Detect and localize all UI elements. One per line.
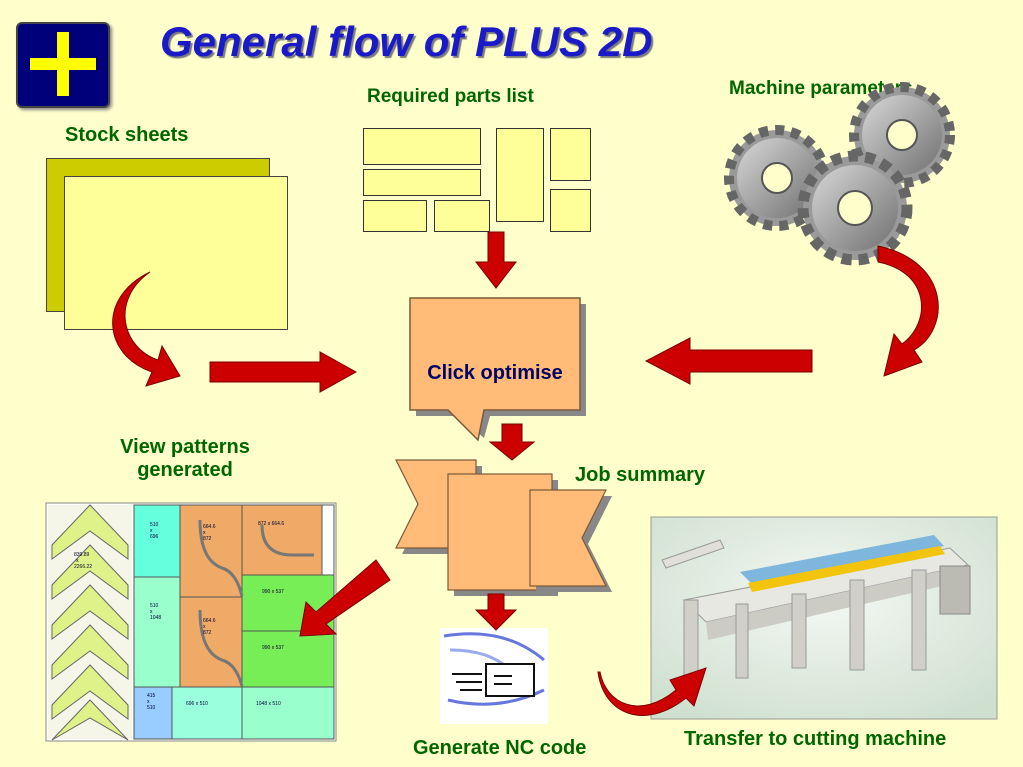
- pattern-label: 696: [150, 534, 159, 540]
- arrow-down-summary: [474, 593, 518, 631]
- pattern-label: 872 x 664.6: [258, 521, 284, 527]
- pattern-label: 415: [147, 693, 156, 699]
- curved-arrow-transfer: [597, 667, 707, 716]
- page-title: General flow of PLUS 2D: [160, 18, 653, 65]
- arrow-left-machine: [644, 337, 813, 385]
- part-rect: [363, 128, 481, 165]
- pattern-label: 990 x 537: [262, 589, 284, 595]
- part-rect: [496, 128, 544, 222]
- pattern-label: 872: [203, 536, 212, 542]
- pattern-label: 1048 x 510: [256, 701, 281, 707]
- pattern-label: 2266.22: [74, 564, 92, 570]
- pattern-label: x: [203, 624, 206, 630]
- curved-arrow-gears: [877, 245, 939, 377]
- pattern-label: 664.6: [203, 524, 216, 530]
- cutting-pattern: 839.89 x 2266.22 510 x 696 664.6 x 872 8…: [45, 502, 337, 742]
- plus-logo-icon: [16, 22, 110, 108]
- gear-icon: [724, 82, 955, 266]
- pattern-label: 510: [150, 522, 159, 528]
- pattern-label: x: [150, 528, 153, 534]
- part-rect: [550, 128, 591, 181]
- pattern-label: 510: [147, 705, 156, 711]
- machine-params-label: Machine parameters: [729, 78, 913, 99]
- view-patterns-line1: View patterns: [120, 436, 250, 458]
- pattern-label: x: [150, 609, 153, 615]
- view-patterns-line2: generated: [137, 459, 233, 481]
- click-optimise-button[interactable]: [409, 297, 586, 442]
- stock-sheets-label: Stock sheets: [65, 124, 189, 146]
- pattern-label: 990 x 537: [262, 645, 284, 651]
- arrow-right-stock: [209, 351, 358, 393]
- job-summary-icon: [395, 459, 612, 596]
- arrow-to-pattern: [299, 559, 391, 637]
- pattern-label: 696 x 510: [186, 701, 208, 707]
- pattern-label: 1048: [150, 615, 161, 621]
- arrow-down-optimise: [488, 423, 536, 461]
- pattern-label: x: [203, 530, 206, 536]
- part-rect: [434, 200, 490, 232]
- pattern-label: x: [76, 558, 79, 564]
- stock-sheet-front: [64, 176, 288, 330]
- arrow-down-parts: [474, 231, 518, 289]
- pattern-label: x: [147, 699, 150, 705]
- part-rect: [363, 169, 481, 196]
- part-rect: [363, 200, 427, 232]
- transfer-label: Transfer to cutting machine: [684, 728, 947, 750]
- pattern-label: 872: [203, 630, 212, 636]
- envelope-icon: [440, 628, 548, 724]
- pattern-label: 664.6: [203, 618, 216, 624]
- curved-arrow-stock: [112, 271, 181, 387]
- generate-nc-label: Generate NC code: [413, 737, 587, 759]
- view-patterns-label: View patterns generated: [95, 436, 275, 482]
- click-optimise-label: Click optimise: [427, 362, 563, 384]
- cutting-machine-image: [650, 516, 998, 720]
- pattern-label: 510: [150, 603, 159, 609]
- part-rect: [550, 189, 591, 232]
- job-summary-label: Job summary: [575, 464, 706, 486]
- required-parts-label: Required parts list: [367, 86, 534, 107]
- pattern-label: 839.89: [74, 552, 90, 558]
